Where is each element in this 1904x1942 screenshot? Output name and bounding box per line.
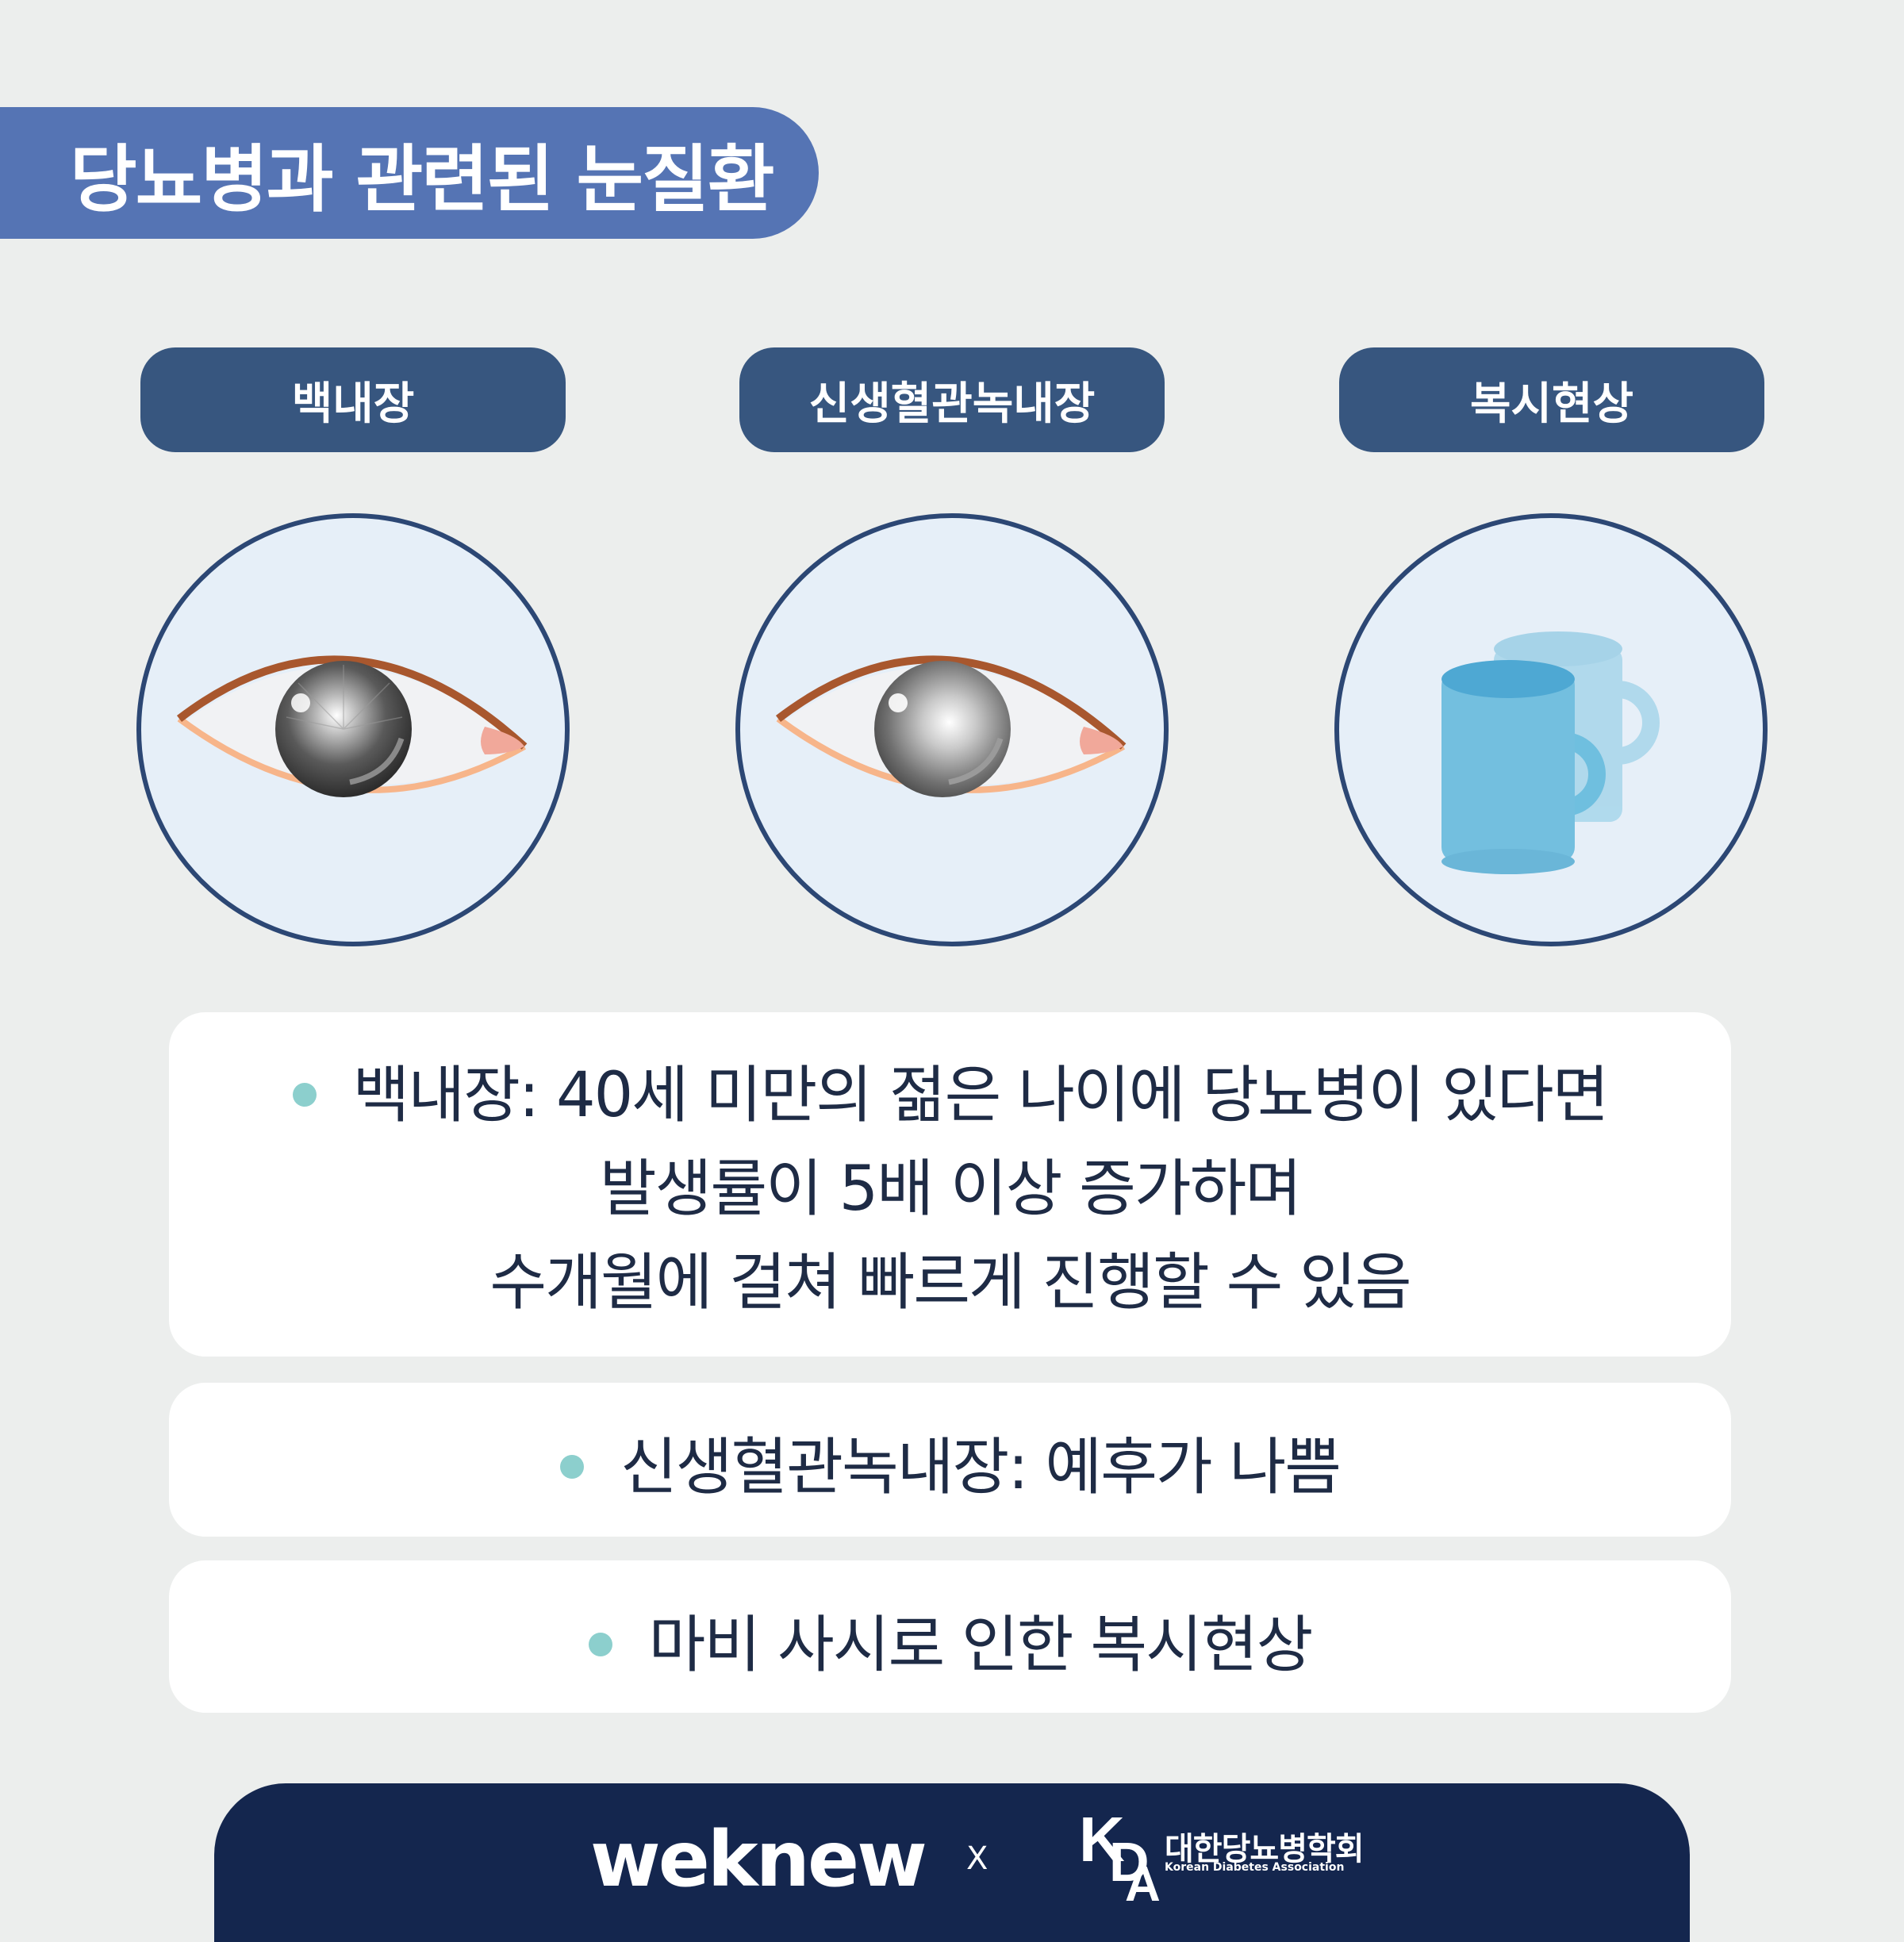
- bullet-icon: [588, 1632, 612, 1656]
- bullet-icon: [292, 1082, 317, 1107]
- page-title-text: 당뇨병과 관련된 눈질환: [70, 136, 774, 222]
- info-card-glaucoma: 신생혈관녹내장: 예후가 나쁨: [169, 1383, 1731, 1537]
- bullet-icon: [560, 1454, 584, 1479]
- footer-bar: weknew X K D A 대한당뇨병학회 Korean Diabetes A…: [214, 1783, 1690, 1942]
- cataract-eye-icon: [136, 513, 570, 946]
- glaucoma-eye-icon: [735, 513, 1169, 946]
- kda-logo-icon: K D A: [1079, 1806, 1161, 1901]
- svg-text:A: A: [1125, 1857, 1161, 1901]
- kda-name-korean: 대한당뇨병학회: [1165, 1831, 1365, 1867]
- card-cataract-line-2: 발생률이 5배 이상 증가하며: [599, 1153, 1302, 1225]
- condition-label-cataract: 백내장: [140, 347, 566, 452]
- info-card-cataract: 백내장: 40세 미만의 젊은 나이에 당뇨병이 있다면 발생률이 5배 이상 …: [169, 1012, 1731, 1357]
- card-cataract-line-3: 수개월에 걸쳐 빠르게 진행할 수 있음: [489, 1247, 1411, 1318]
- svg-text:D: D: [1109, 1831, 1150, 1893]
- svg-text:K: K: [1079, 1806, 1125, 1875]
- condition-label-diplopia: 복시현상: [1339, 347, 1764, 452]
- card-glaucoma-line: 신생혈관녹내장: 예후가 나쁨: [169, 1418, 1731, 1506]
- card-diplopia-line: 마비 사시로 인한 복시현상: [169, 1595, 1731, 1684]
- condition-label-glaucoma: 신생혈관녹내장: [739, 347, 1165, 452]
- kda-name-english: Korean Diabetes Association: [1165, 1861, 1345, 1874]
- info-card-diplopia: 마비 사시로 인한 복시현상: [169, 1560, 1731, 1713]
- page-title: 당뇨병과 관련된 눈질환: [0, 107, 819, 239]
- card-cataract-line-1: 백내장: 40세 미만의 젊은 나이에 당뇨병이 있다면: [169, 1046, 1731, 1134]
- weknew-logo: weknew: [590, 1815, 927, 1904]
- double-cup-icon: [1334, 513, 1768, 946]
- collab-separator: X: [966, 1840, 988, 1877]
